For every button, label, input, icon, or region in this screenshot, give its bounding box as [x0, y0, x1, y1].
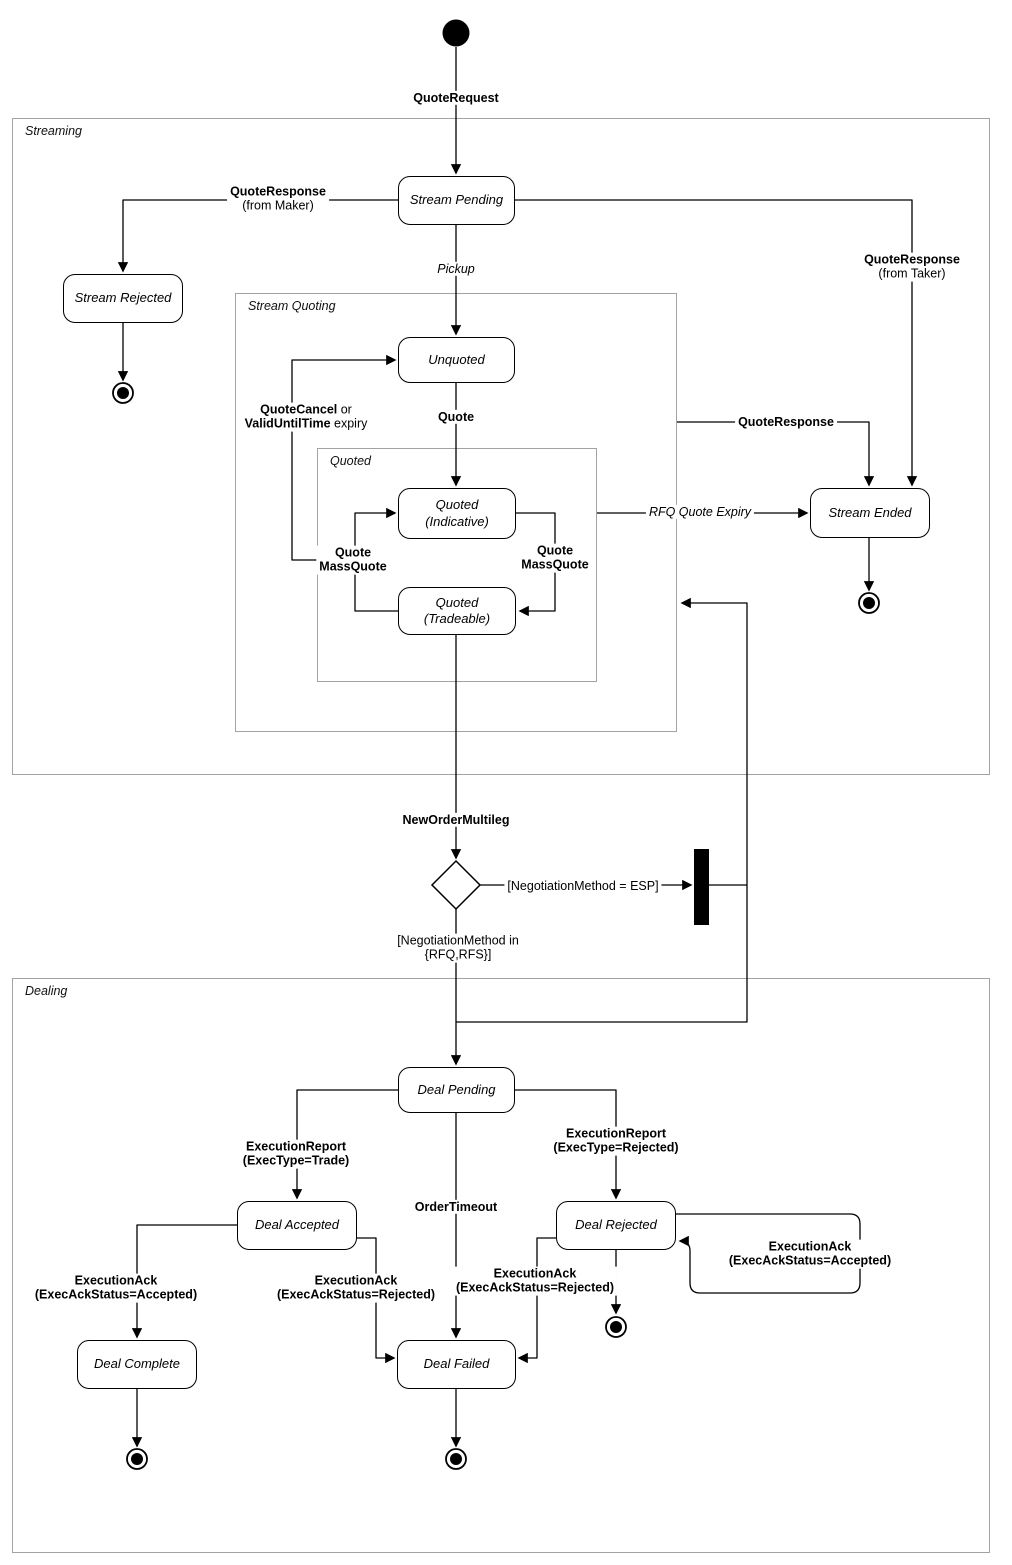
edge-label-mass-quote-right: Quote MassQuote — [518, 543, 592, 573]
state-quoted-tradeable: Quoted (Tradeable) — [398, 587, 516, 635]
edge-label-execution-report-rejected: ExecutionReport (ExecType=Rejected) — [550, 1126, 682, 1156]
edge-label-new-order-multileg: NewOrderMultileg — [399, 812, 513, 828]
state-deal-failed: Deal Failed — [397, 1340, 516, 1389]
state-deal-accepted: Deal Accepted — [237, 1201, 357, 1250]
edge-label-quote-request: QuoteRequest — [410, 90, 502, 106]
state-quoted-indicative: Quoted (Indicative) — [398, 488, 516, 539]
edge-label-quote-response-from-maker: QuoteResponse (from Maker) — [227, 184, 329, 214]
edge-label-quote-response-from-taker: QuoteResponse (from Taker) — [861, 252, 963, 282]
choice-diamond — [430, 859, 482, 911]
edge-label-exec-ack-accepted-loop: ExecutionAck (ExecAckStatus=Accepted) — [725, 1239, 895, 1269]
edge-label-quote: Quote — [434, 409, 478, 425]
state-deal-pending: Deal Pending — [398, 1067, 515, 1113]
edge-label-mass-quote-left: Quote MassQuote — [316, 545, 390, 575]
region-dealing-label: Dealing — [25, 984, 68, 998]
edge-label-exec-ack-rejected-mid: ExecutionAck (ExecAckStatus=Rejected) — [452, 1266, 618, 1296]
state-deal-rejected: Deal Rejected — [556, 1201, 676, 1250]
edge-label-rfq-quote-expiry: RFQ Quote Expiry — [645, 504, 755, 520]
fork-bar — [694, 849, 709, 925]
edge-label-execution-report-trade: ExecutionReport (ExecType=Trade) — [239, 1139, 353, 1169]
state-stream-rejected: Stream Rejected — [63, 274, 183, 323]
edge-label-guard-esp: [NegotiationMethod = ESP] — [504, 878, 662, 894]
edge-label-exec-ack-accepted-left: ExecutionAck (ExecAckStatus=Accepted) — [31, 1273, 201, 1303]
edge-label-guard-rfq-rfs: [NegotiationMethod in {RFQ,RFS}] — [394, 933, 522, 963]
state-stream-ended: Stream Ended — [810, 488, 930, 538]
edge-label-quote-response: QuoteResponse — [735, 414, 837, 430]
state-unquoted: Unquoted — [398, 337, 515, 383]
region-stream-quoting-label: Stream Quoting — [248, 299, 336, 313]
edge-label-exec-ack-rejected-left: ExecutionAck (ExecAckStatus=Rejected) — [273, 1273, 439, 1303]
region-quoted-label: Quoted — [330, 454, 372, 468]
edge-label-order-timeout: OrderTimeout — [411, 1199, 501, 1215]
state-stream-pending: Stream Pending — [398, 176, 515, 225]
state-deal-complete: Deal Complete — [77, 1340, 197, 1389]
region-streaming-label: Streaming — [25, 124, 82, 138]
edge-label-pickup: Pickup — [434, 261, 478, 277]
region-streaming: Streaming — [12, 118, 990, 775]
edge-label-quote-cancel: QuoteCancel or ValidUntilTime expiry — [241, 402, 371, 432]
initial-state — [442, 19, 470, 47]
